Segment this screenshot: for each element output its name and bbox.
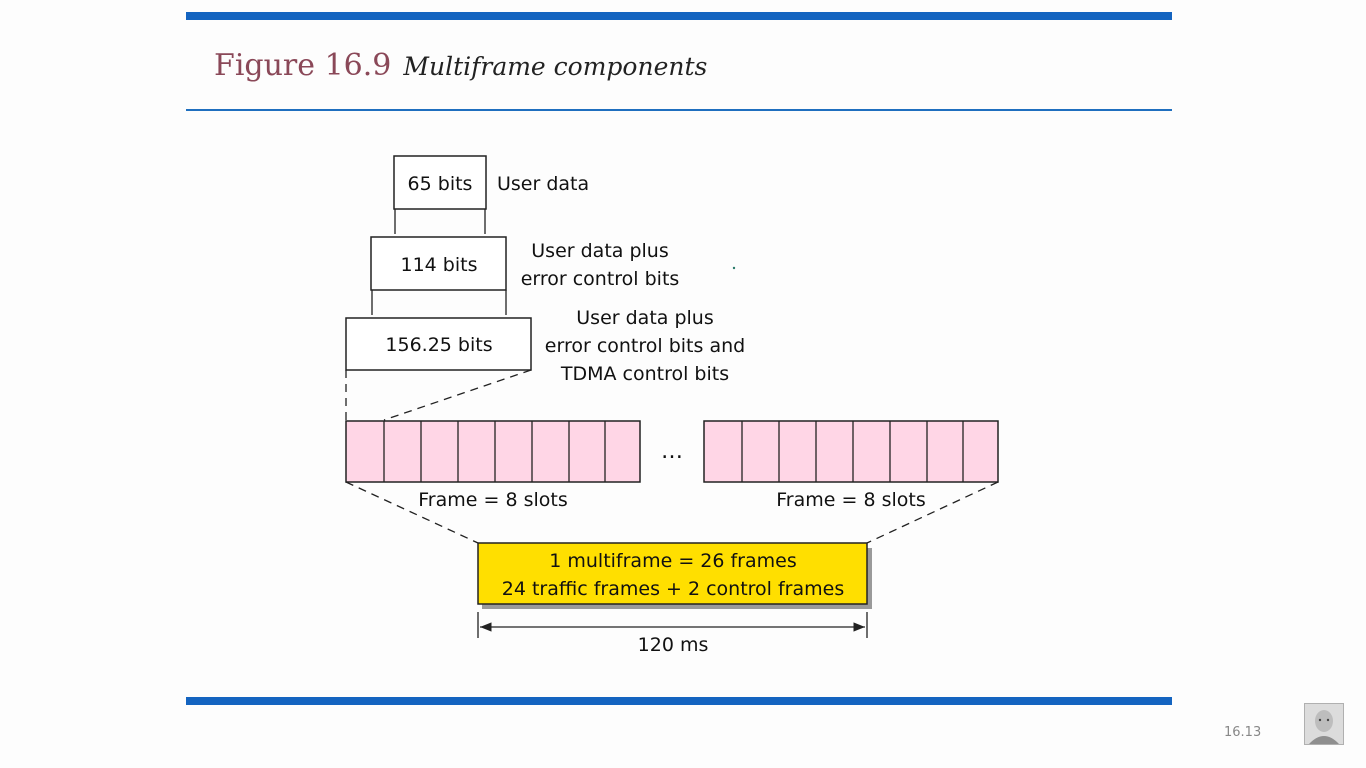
- multiframe-expansion-line: [866, 481, 999, 544]
- frame-right-label: Frame = 8 slots: [776, 489, 925, 511]
- user-data-box-label: 65 bits: [408, 173, 473, 195]
- frame-outline: [345, 420, 641, 483]
- frame-outline: [703, 420, 999, 483]
- multiframe-line2: 24 traffic frames + 2 control frames: [502, 578, 844, 600]
- frame-right: [703, 420, 999, 483]
- tdma-description-line3: TDMA control bits: [560, 363, 729, 385]
- title-rule: [186, 109, 1172, 111]
- figure-number: Figure 16.9: [214, 48, 392, 83]
- tdma-control-box-label: 156.25 bits: [385, 334, 492, 356]
- frame-left: [345, 420, 641, 483]
- error-control-description-line2: error control bits: [521, 268, 680, 290]
- slot-expansion-line: [383, 369, 532, 421]
- tdma-control-box: [345, 317, 532, 371]
- error-control-box-label: 114 bits: [401, 254, 478, 276]
- figure-title: Figure 16.9 Multiframe components: [214, 48, 707, 83]
- tdma-description-line2: error control bits and: [545, 335, 745, 357]
- frames-ellipsis: …: [661, 439, 683, 464]
- presenter-avatar: [1304, 703, 1344, 745]
- duration-label: 120 ms: [638, 634, 709, 656]
- multiframe-box: [477, 542, 868, 605]
- stray-dot: [732, 266, 736, 270]
- tdma-description-line1: User data plus: [576, 307, 713, 329]
- user-data-description: User data: [497, 173, 589, 195]
- page-number: 16.13: [1224, 725, 1262, 740]
- frame-left-label: Frame = 8 slots: [418, 489, 567, 511]
- user-data-box: [393, 155, 487, 210]
- top-bar: [186, 12, 1172, 20]
- bottom-bar: [186, 697, 1172, 705]
- multiframe-line1: 1 multiframe = 26 frames: [549, 550, 796, 572]
- figure-caption: Multiframe components: [403, 52, 708, 81]
- multiframe-expansion-line: [345, 481, 479, 544]
- error-control-box: [370, 236, 507, 291]
- error-control-description-line1: User data plus: [531, 240, 668, 262]
- avatar-face-icon: [1305, 704, 1343, 744]
